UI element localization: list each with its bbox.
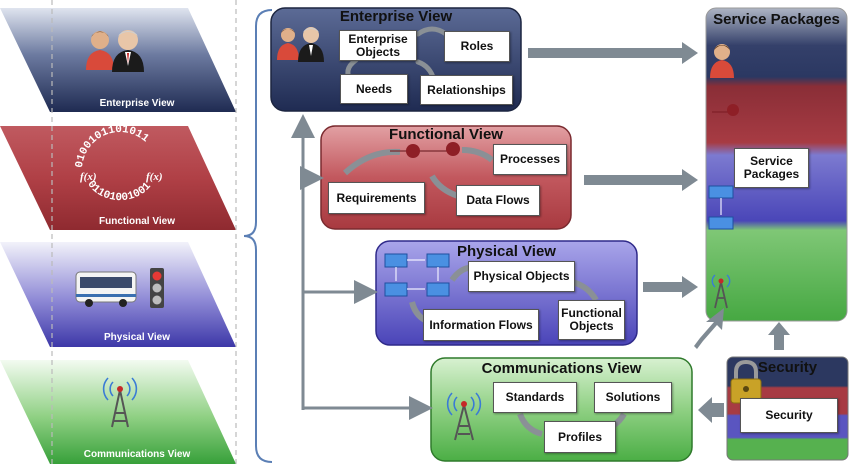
communications-layer-label: Communications View (83, 449, 191, 460)
enterprise-layer-label: Enterprise View (99, 98, 175, 109)
antenna-icon (102, 377, 138, 428)
communications-antenna-icon (446, 392, 482, 441)
grouping-brace (243, 9, 273, 463)
roles-box: Roles (444, 31, 510, 62)
traffic-light-icon (150, 268, 164, 308)
service-packages-box: Service Packages (734, 148, 809, 188)
functional-flow-graphics (342, 142, 494, 199)
needs-box: Needs (340, 74, 408, 104)
communications-view-title: Communications View (481, 360, 642, 377)
functional-view-title: Functional View (389, 126, 503, 143)
profiles-box: Profiles (544, 421, 616, 453)
enterprise-people-icon (86, 30, 144, 72)
fx-left-text: f(x) (80, 171, 97, 183)
functional-objects-box: Functional Objects (558, 300, 625, 340)
functional-layer-shape (0, 126, 236, 230)
physical-view-title: Physical View (457, 243, 556, 260)
connector-lines (291, 114, 433, 420)
relationships-box: Relationships (420, 75, 513, 105)
physical-layer-label: Physical View (104, 332, 170, 343)
bus-icon (75, 271, 137, 307)
service-packages-node-icon (712, 104, 739, 116)
data-flows-box: Data Flows (456, 185, 540, 216)
requirements-box: Requirements (328, 182, 425, 214)
standards-box: Standards (493, 382, 577, 413)
service-packages-title: Service Packages (713, 11, 840, 28)
service-packages-blocks-icon (708, 185, 734, 230)
enterprise-view-title: Enterprise View (339, 8, 453, 25)
information-flows-box: Information Flows (423, 309, 539, 341)
security-title: Security (757, 359, 818, 376)
processes-box: Processes (493, 144, 567, 175)
service-packages-antenna-icon (711, 274, 731, 309)
security-box: Security (740, 398, 838, 433)
service-packages-person-icon (710, 44, 734, 78)
physical-objects-box: Physical Objects (468, 261, 575, 292)
lock-icon (730, 359, 762, 404)
service-package-arrows (528, 42, 790, 423)
solutions-box: Solutions (594, 382, 672, 413)
fx-right-text: f(x) (146, 171, 163, 183)
enterprise-panel-people-icon (277, 27, 324, 62)
enterprise-objects-box: Enterprise Objects (339, 30, 417, 61)
functional-layer-label: Functional View (99, 216, 175, 227)
